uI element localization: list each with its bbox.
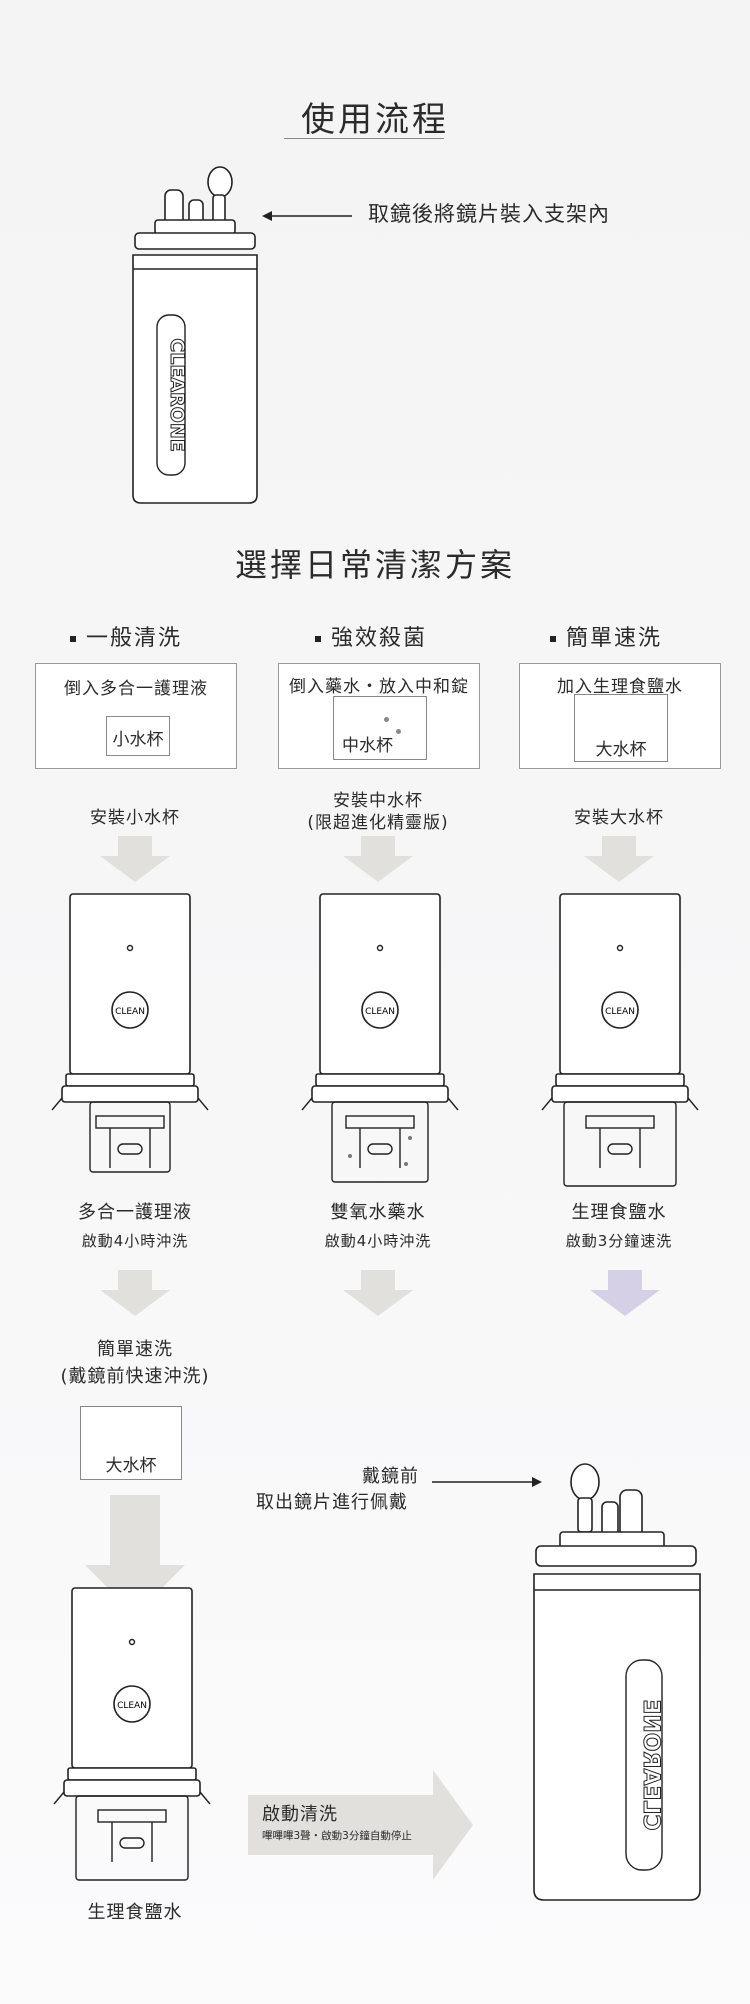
lens-case-illustration: CLEARONE [132,166,258,504]
cleaner-device: CLEAN [53,1587,211,1881]
down-arrow-icon [100,1270,170,1316]
medium-cup: 中水杯 [333,696,427,760]
clean-button-label: CLEAN [605,1007,635,1017]
step1-text: 取鏡後將鏡片裝入支架內 [368,202,610,226]
install-note: (限超進化精靈版) [307,813,449,833]
liquid-label: 雙氧水藥水 [330,1202,426,1223]
plan-heading-general: 一般清洗 [70,620,182,652]
small-cup: 小水杯 [106,716,170,756]
title-underline [284,138,444,139]
down-arrow-icon [100,836,170,882]
install-label: 安裝小水杯 [90,808,180,828]
page-title: 使用流程 [301,100,449,140]
bullet-icon [550,636,556,642]
instruction-text: 加入生理食鹽水 [557,677,683,697]
arrow-right-icon [432,1477,542,1487]
cup-label: 大水杯 [595,740,647,760]
large-cup: 大水杯 [574,694,668,762]
section-title: 選擇日常清潔方案 [234,546,515,584]
down-arrow-icon [343,1270,413,1316]
start-title: 啟動清洗 [262,1804,338,1825]
liquid-label: 生理食鹽水 [87,1902,183,1923]
instruction-card: 加入生理食鹽水 大水杯 [519,663,721,769]
instruction-card: 倒入多合一護理液 小水杯 [35,663,237,769]
liquid-label: 生理食鹽水 [571,1202,667,1223]
plan-heading-quick: 簡單速洗 [550,620,662,652]
plan-heading-sterilize: 強效殺菌 [315,620,427,652]
bullet-icon [70,636,76,642]
cleaner-device: CLEAN [541,893,699,1187]
down-arrow-icon [584,836,654,882]
clean-button-label: CLEAN [365,1007,395,1017]
instruction-card: 倒入藥水・放入中和錠 中水杯 [278,663,480,769]
instruction-text: 倒入藥水・放入中和錠 [289,677,469,697]
plan-name: 強效殺菌 [331,626,428,651]
bullet-icon [315,636,321,642]
cup-label: 大水杯 [105,1456,157,1476]
cup-label: 中水杯 [342,736,393,756]
lens-case-illustration: CLEARONE [533,1463,701,1901]
quick-wash-title: 簡單速洗 [97,1339,173,1360]
arrow-left-icon [262,211,352,221]
bubble-icon [396,729,401,734]
down-arrow-icon [590,1270,660,1316]
large-cup: 大水杯 [80,1406,182,1480]
cleaner-device: CLEAN [301,893,459,1183]
plan-name: 一般清洗 [86,626,183,651]
start-sub: 嗶嗶嗶3聲・啟動3分鐘自動停止 [262,1830,412,1842]
action-label: 啟動4小時沖洗 [81,1232,189,1250]
plan-name: 簡單速洗 [566,626,663,651]
clean-button-label: CLEAN [115,1007,145,1017]
instruction-text: 倒入多合一護理液 [64,679,208,699]
before-wear-text: 取出鏡片進行佩戴 [256,1492,408,1513]
quick-wash-note: (戴鏡前快速沖洗) [60,1366,210,1387]
action-label: 啟動3分鐘速洗 [565,1232,673,1250]
action-label: 啟動4小時沖洗 [324,1232,432,1250]
clean-button-label: CLEAN [117,1701,147,1711]
before-wear-title: 戴鏡前 [362,1466,419,1487]
install-label: 安裝中水杯 [333,791,423,811]
liquid-label: 多合一護理液 [78,1202,192,1223]
start-arrow [248,1770,473,1880]
down-arrow-icon [85,1495,185,1615]
bubble-icon [384,717,389,722]
down-arrow-icon [343,836,413,882]
cup-label: 小水杯 [112,730,164,750]
brand-text: CLEARONE [638,1699,663,1830]
brand-text: CLEARONE [166,338,188,451]
cleaner-device: CLEAN [51,893,209,1173]
install-label: 安裝大水杯 [574,808,664,828]
